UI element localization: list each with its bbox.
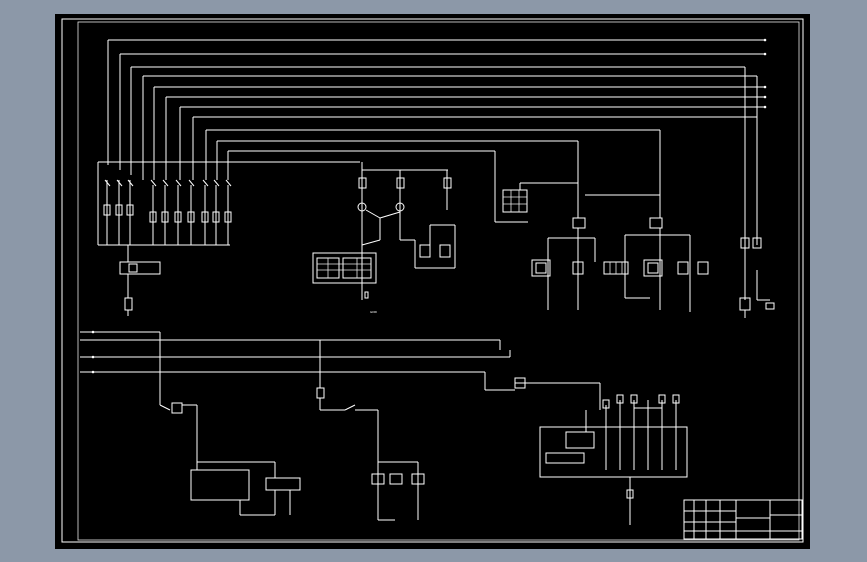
- svg-text:GND: GND: [370, 310, 378, 314]
- title-block: [683, 499, 803, 540]
- lamp-group-middle: GND: [312, 162, 456, 314]
- connector-panel: [312, 252, 377, 284]
- terminal-panel: [539, 426, 688, 478]
- relay-block-right: [502, 189, 528, 213]
- bus-lines: [107, 38, 767, 180]
- outer-border: [61, 18, 804, 543]
- drawing-sheet: [55, 14, 810, 549]
- fuse-bank-left: [97, 161, 360, 316]
- far-right-branch: [739, 67, 775, 318]
- relay-box-left: [119, 261, 161, 275]
- lower-circuit: [80, 330, 688, 525]
- control-group-right: [494, 130, 709, 312]
- inner-border: [77, 21, 800, 541]
- controller-box: [190, 469, 250, 501]
